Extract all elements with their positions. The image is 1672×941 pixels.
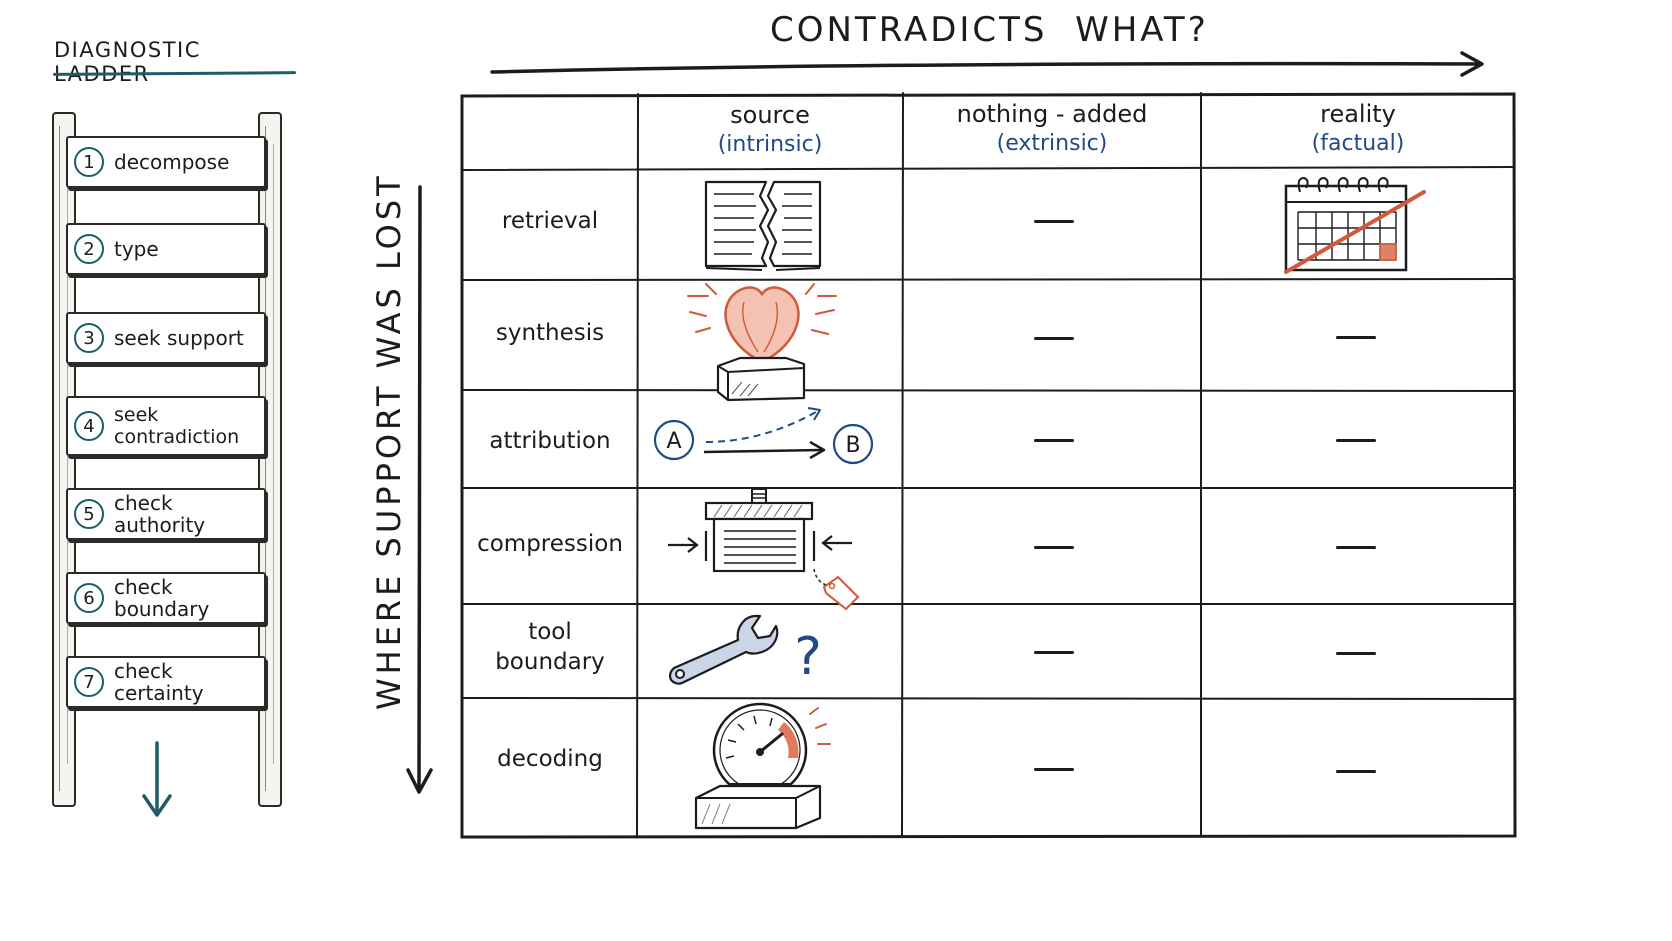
- step-number: 5: [74, 499, 104, 529]
- column-header-main: reality: [1320, 100, 1396, 128]
- columns-axis-arrow-icon: [490, 51, 1484, 77]
- step-number: 2: [74, 234, 104, 264]
- step-label: type: [114, 237, 159, 261]
- step-label: seek support: [114, 326, 244, 350]
- ladder-step-3: 3 seek support: [66, 312, 266, 364]
- step-label: decompose: [114, 150, 230, 174]
- ladder-title: DIAGNOSTIC LADDER: [54, 38, 201, 86]
- column-header-nothing-added: nothing - added (extrinsic): [904, 99, 1200, 159]
- column-header-sub: (intrinsic): [717, 132, 823, 157]
- step-number: 1: [74, 147, 104, 177]
- speedometer-gauge-icon: [694, 702, 831, 830]
- row-label-attribution: attribution: [489, 428, 611, 454]
- misdirected-arrow-icon: A B: [653, 407, 874, 465]
- columns-axis-title: CONTRADICTS WHAT?: [770, 10, 1209, 50]
- row-label-tool-boundary: tool boundary: [462, 617, 638, 677]
- ladder-step-5: 5 check authority: [66, 488, 266, 540]
- step-label-line-1: seek: [114, 404, 159, 426]
- ladder-step-2: 2 type: [66, 223, 266, 275]
- ladder-step-7: 7 check certainty: [66, 656, 266, 708]
- step-label: check boundary: [114, 575, 210, 621]
- column-header-main: source: [730, 101, 810, 129]
- rows-axis-title: WHERE SUPPORT WAS LOST: [370, 172, 408, 710]
- diagnostic-ladder: 1 decompose 2 type 3 seek support 4 seek…: [48, 108, 293, 808]
- question-mark: ?: [794, 627, 822, 687]
- empty-cell-dash: [1034, 220, 1074, 223]
- wrench-question-icon: ?: [668, 614, 822, 687]
- step-label: seek contradiction: [114, 404, 239, 448]
- row-label-line-1: tool: [528, 619, 572, 645]
- row-label-retrieval: retrieval: [501, 208, 599, 234]
- crossed-out-calendar-icon: [1284, 176, 1426, 274]
- step-number: 3: [74, 323, 104, 353]
- column-header-sub: (factual): [1311, 131, 1405, 156]
- empty-cell-dash: [1336, 546, 1376, 549]
- empty-cell-dash: [1034, 337, 1074, 340]
- step-label: check authority: [114, 491, 206, 537]
- press-squeeze-icon: [668, 488, 860, 611]
- ladder-step-6: 6 check boundary: [66, 572, 266, 624]
- empty-cell-dash: [1034, 546, 1074, 549]
- column-header-sub: (extrinsic): [996, 131, 1108, 156]
- step-label: check certainty: [114, 659, 204, 705]
- column-header-reality: reality (factual): [1202, 99, 1514, 159]
- step-number: 6: [74, 583, 104, 613]
- node-a: A: [666, 429, 681, 454]
- row-label-compression: compression: [477, 531, 623, 557]
- ladder-step-1: 1 decompose: [66, 136, 266, 188]
- empty-cell-dash: [1336, 770, 1376, 773]
- empty-cell-dash: [1336, 336, 1376, 339]
- node-b: B: [845, 433, 860, 458]
- empty-cell-dash: [1336, 652, 1376, 655]
- step-number: 4: [74, 411, 104, 441]
- matrix-grid: [460, 92, 1517, 839]
- row-label-decoding: decoding: [497, 746, 603, 772]
- column-header-main: nothing - added: [956, 100, 1148, 128]
- empty-cell-dash: [1034, 439, 1074, 442]
- rows-axis-arrow-icon: [406, 185, 433, 794]
- step-number: 7: [74, 667, 104, 697]
- row-label-line-2: boundary: [495, 649, 605, 675]
- empty-cell-dash: [1034, 651, 1074, 654]
- ladder-down-arrow-icon: [142, 741, 172, 817]
- torn-document-icon: [704, 180, 822, 271]
- column-header-source: source (intrinsic): [638, 100, 902, 160]
- row-label-synthesis: synthesis: [495, 320, 605, 346]
- empty-cell-dash: [1336, 439, 1376, 442]
- ladder-step-4: 4 seek contradiction: [66, 396, 266, 456]
- balloon-from-box-icon: [687, 283, 837, 402]
- step-label-line-2: contradiction: [114, 426, 240, 448]
- empty-cell-dash: [1034, 768, 1074, 771]
